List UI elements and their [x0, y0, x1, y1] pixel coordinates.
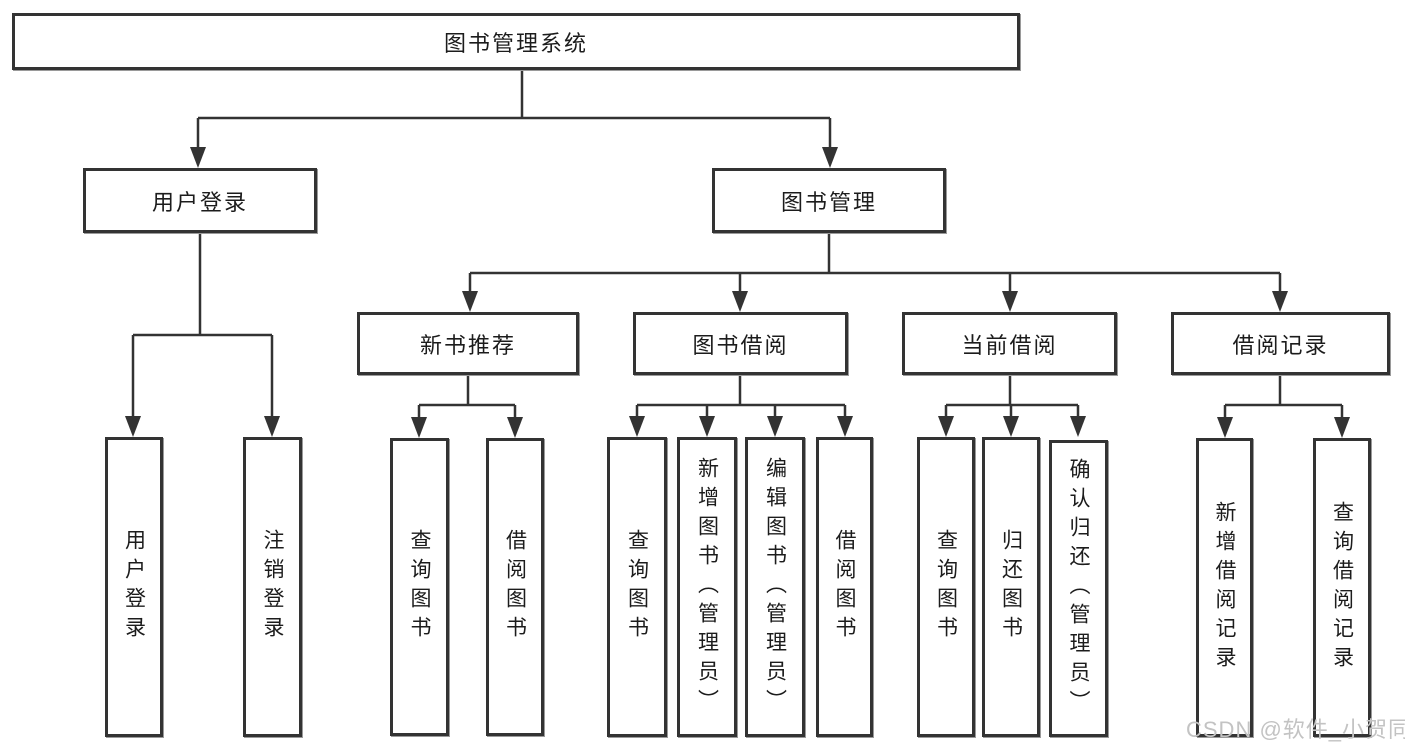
leaf-record-query-borrow-record: 查询借阅记录: [1313, 438, 1371, 737]
arrow-icon: [732, 291, 748, 312]
leaf-borrow-borrow-book: 借阅图书: [816, 437, 873, 737]
node-current-borrow: 当前借阅: [902, 312, 1117, 375]
node-library-management-system: 图书管理系统: [12, 13, 1020, 70]
connector-book-management: [468, 233, 1282, 293]
arrow-icon: [1334, 417, 1350, 438]
node-borrow-record: 借阅记录: [1171, 312, 1390, 375]
leaf-user-login: 用户登录: [105, 437, 163, 737]
arrow-icon: [767, 416, 783, 437]
csdn-watermark: CSDN @软件_小贺同学: [1186, 717, 1405, 742]
arrow-icon: [462, 291, 478, 312]
arrow-icon: [190, 147, 206, 168]
arrow-icon: [411, 417, 427, 438]
connector-root: [196, 70, 832, 149]
leaf-recommend-query-book: 查询图书: [390, 438, 449, 736]
arrow-icon: [1003, 416, 1019, 437]
connector-new-book-recommend: [417, 375, 517, 419]
arrow-icon: [629, 416, 645, 437]
connector-user-login: [131, 233, 274, 418]
arrow-icon: [507, 417, 523, 438]
node-user-login: 用户登录: [83, 168, 317, 233]
leaf-current-query-book: 查询图书: [917, 437, 975, 737]
connector-book-borrow: [635, 375, 847, 418]
leaf-recommend-borrow-book: 借阅图书: [486, 438, 544, 736]
arrow-icon: [699, 416, 715, 437]
node-book-borrow: 图书借阅: [633, 312, 848, 375]
leaf-current-return-book: 归还图书: [982, 437, 1040, 737]
arrow-icon: [837, 416, 853, 437]
arrow-icon: [264, 416, 280, 437]
leaf-logout: 注销登录: [243, 437, 302, 737]
leaf-record-add-borrow-record: 新增借阅记录: [1196, 438, 1253, 737]
arrow-icon: [938, 416, 954, 437]
connector-current-borrow: [944, 375, 1080, 418]
node-new-book-recommend: 新书推荐: [357, 312, 579, 375]
arrow-icon: [125, 416, 141, 437]
arrow-icon: [1002, 291, 1018, 312]
arrow-icon: [1272, 291, 1288, 312]
leaf-borrow-query-book: 查询图书: [607, 437, 667, 737]
node-book-management: 图书管理: [712, 168, 946, 233]
leaf-current-confirm-return-admin: 确认归还（管理员）: [1049, 440, 1108, 737]
leaf-borrow-add-book-admin: 新增图书（管理员）: [677, 437, 737, 737]
arrow-icon: [1217, 417, 1233, 438]
arrow-icon: [822, 147, 838, 168]
leaf-borrow-edit-book-admin: 编辑图书（管理员）: [745, 437, 805, 737]
arrow-icon: [1070, 416, 1086, 437]
connector-borrow-record: [1223, 375, 1344, 419]
